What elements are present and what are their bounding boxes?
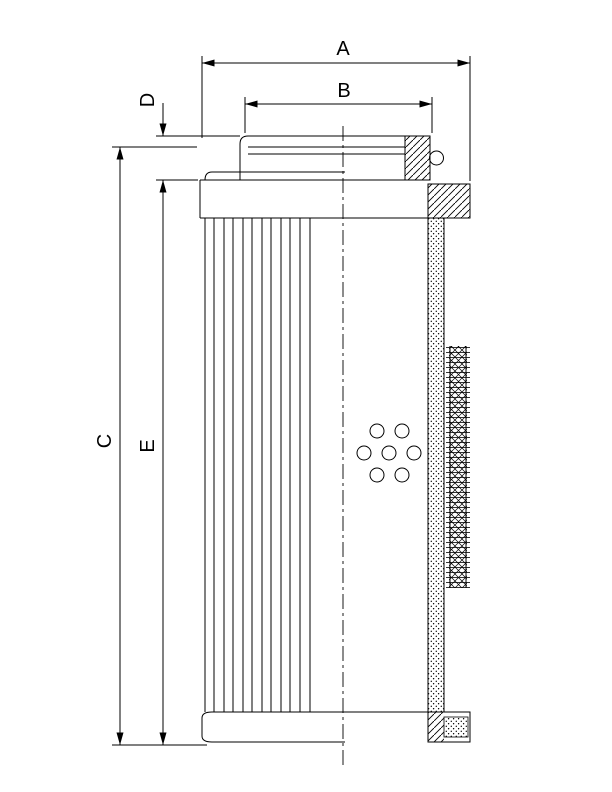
cap-hatch-section xyxy=(404,135,431,181)
hole xyxy=(381,445,397,461)
bottom-end-cap xyxy=(201,711,428,743)
top-end-cap xyxy=(199,135,470,219)
cap-seam-line xyxy=(204,171,345,181)
hole xyxy=(369,423,385,439)
cap-outline xyxy=(239,135,431,180)
mesh-strip xyxy=(446,346,470,588)
dimension-c xyxy=(112,146,207,746)
dimension-label-a: A xyxy=(336,38,350,60)
dimension-e xyxy=(156,179,198,745)
hole xyxy=(394,423,410,439)
hole xyxy=(369,467,385,483)
hole xyxy=(394,467,410,483)
dimension-a xyxy=(201,56,471,181)
shell-wall xyxy=(427,183,471,743)
hole xyxy=(356,445,372,461)
dimension-label-b: B xyxy=(337,80,350,102)
bottom-cap-outline xyxy=(201,711,345,743)
dimension-label-e: E xyxy=(137,439,159,452)
dimension-b xyxy=(244,97,433,133)
filter-element-drawing xyxy=(199,126,471,766)
o-ring xyxy=(429,150,444,166)
shell-top-hatch-block xyxy=(427,183,471,219)
hole xyxy=(406,445,422,461)
shell-bottom-hatch xyxy=(428,712,444,742)
shell-wall-stipple xyxy=(428,218,444,712)
shell-bottom-stipple xyxy=(443,716,469,738)
drain-holes xyxy=(356,423,422,483)
dimension-label-d: D xyxy=(137,93,159,107)
pleated-media xyxy=(204,218,311,712)
mesh-weave xyxy=(449,346,467,588)
dimension-d xyxy=(156,103,240,137)
dimension-label-c: C xyxy=(94,434,116,448)
